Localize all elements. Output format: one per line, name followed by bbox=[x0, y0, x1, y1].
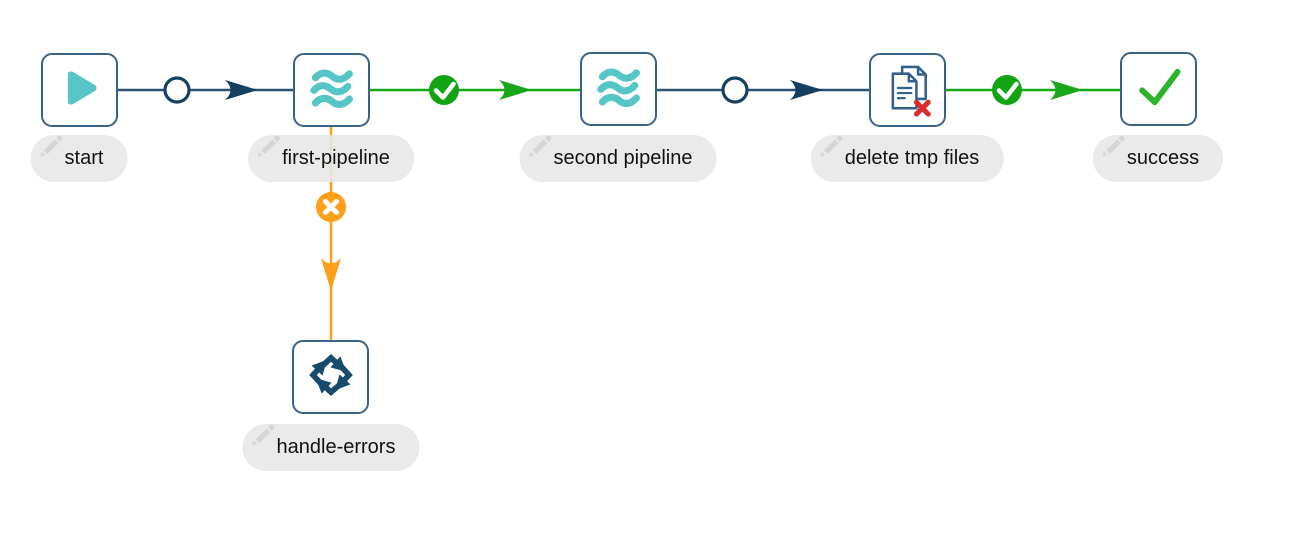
action-label-text: start bbox=[64, 147, 104, 169]
hop-unconditional-icon bbox=[721, 76, 749, 104]
hop-arrowhead bbox=[225, 80, 258, 100]
hop-arrowhead bbox=[1050, 80, 1083, 100]
error-handling-cycle-icon bbox=[300, 344, 362, 411]
success-check-icon bbox=[1127, 55, 1191, 124]
action-label-start[interactable]: start bbox=[30, 135, 128, 182]
pipeline-icon bbox=[589, 57, 649, 122]
hop-unconditional-icon bbox=[163, 76, 191, 104]
action-node-start[interactable] bbox=[41, 53, 118, 127]
hop-arrowhead bbox=[321, 258, 341, 291]
action-label-success[interactable]: success bbox=[1092, 135, 1224, 182]
action-label-delete-tmp-files[interactable]: delete tmp files bbox=[810, 135, 1004, 182]
action-label-text: second pipeline bbox=[553, 147, 693, 169]
delete-x-icon bbox=[913, 99, 931, 117]
hop-first-pipeline-to-second-pipeline[interactable] bbox=[370, 75, 580, 105]
hop-delete-tmp-files-to-success[interactable] bbox=[946, 75, 1120, 105]
action-label-text: handle-errors bbox=[276, 436, 396, 458]
action-label-text: delete tmp files bbox=[844, 147, 980, 169]
hop-start-to-first-pipeline[interactable] bbox=[118, 76, 293, 104]
pipeline-icon bbox=[302, 58, 362, 123]
action-label-text: success bbox=[1126, 147, 1200, 169]
action-label-second-pipeline[interactable]: second pipeline bbox=[519, 135, 717, 182]
hop-second-pipeline-to-delete-tmp-files[interactable] bbox=[657, 76, 869, 104]
action-label-first-pipeline[interactable]: first-pipeline bbox=[248, 135, 414, 182]
delete-files-icon bbox=[876, 56, 940, 125]
action-label-handle-errors[interactable]: handle-errors bbox=[242, 424, 420, 471]
action-label-text: first-pipeline bbox=[282, 147, 390, 169]
hop-success-icon bbox=[429, 75, 459, 105]
action-node-success[interactable] bbox=[1120, 52, 1197, 126]
action-node-second-pipeline[interactable] bbox=[580, 52, 657, 126]
hop-success-icon bbox=[992, 75, 1022, 105]
hop-arrowhead bbox=[790, 80, 823, 100]
hop-arrowhead bbox=[499, 80, 532, 100]
play-icon bbox=[52, 60, 108, 121]
action-node-first-pipeline[interactable] bbox=[293, 53, 370, 127]
action-node-delete-tmp-files[interactable] bbox=[869, 53, 946, 127]
action-node-handle-errors[interactable] bbox=[292, 340, 369, 414]
